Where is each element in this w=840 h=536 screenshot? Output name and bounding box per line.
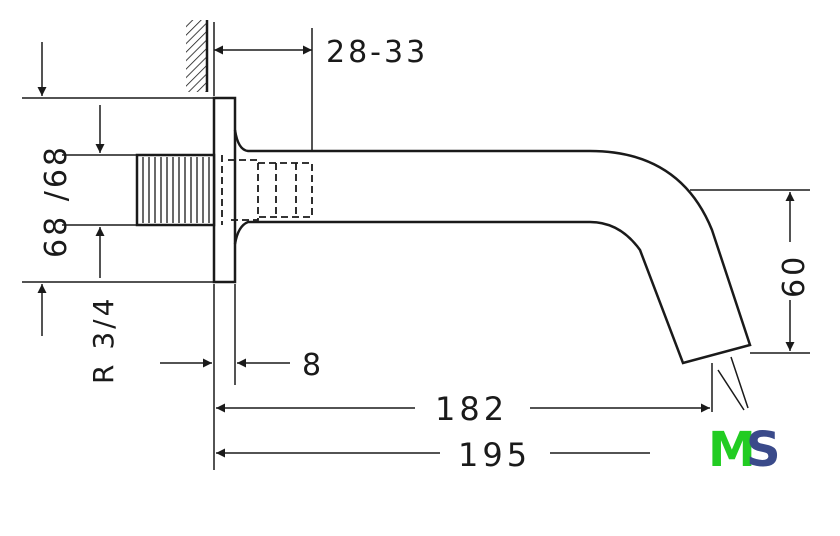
svg-text:S: S — [746, 422, 781, 478]
dimension-lines — [22, 22, 810, 470]
dim-flange: 8 — [302, 348, 321, 383]
wall-hatch — [186, 20, 209, 92]
dim-overall-length: 195 — [458, 436, 531, 474]
ms-logo: M S — [708, 422, 781, 478]
dim-reach: 182 — [435, 390, 508, 428]
dim-drop: 60 — [777, 254, 812, 298]
dim-total-height: 68 /68 — [39, 144, 74, 258]
dim-thread: R 3/4 — [87, 296, 120, 384]
dim-wall-gap: 28-33 — [326, 35, 428, 70]
svg-text:M: M — [708, 422, 752, 478]
thread-connector — [135, 153, 216, 227]
hidden-lines — [221, 155, 313, 225]
flange — [212, 96, 237, 284]
spout-body — [233, 129, 752, 365]
